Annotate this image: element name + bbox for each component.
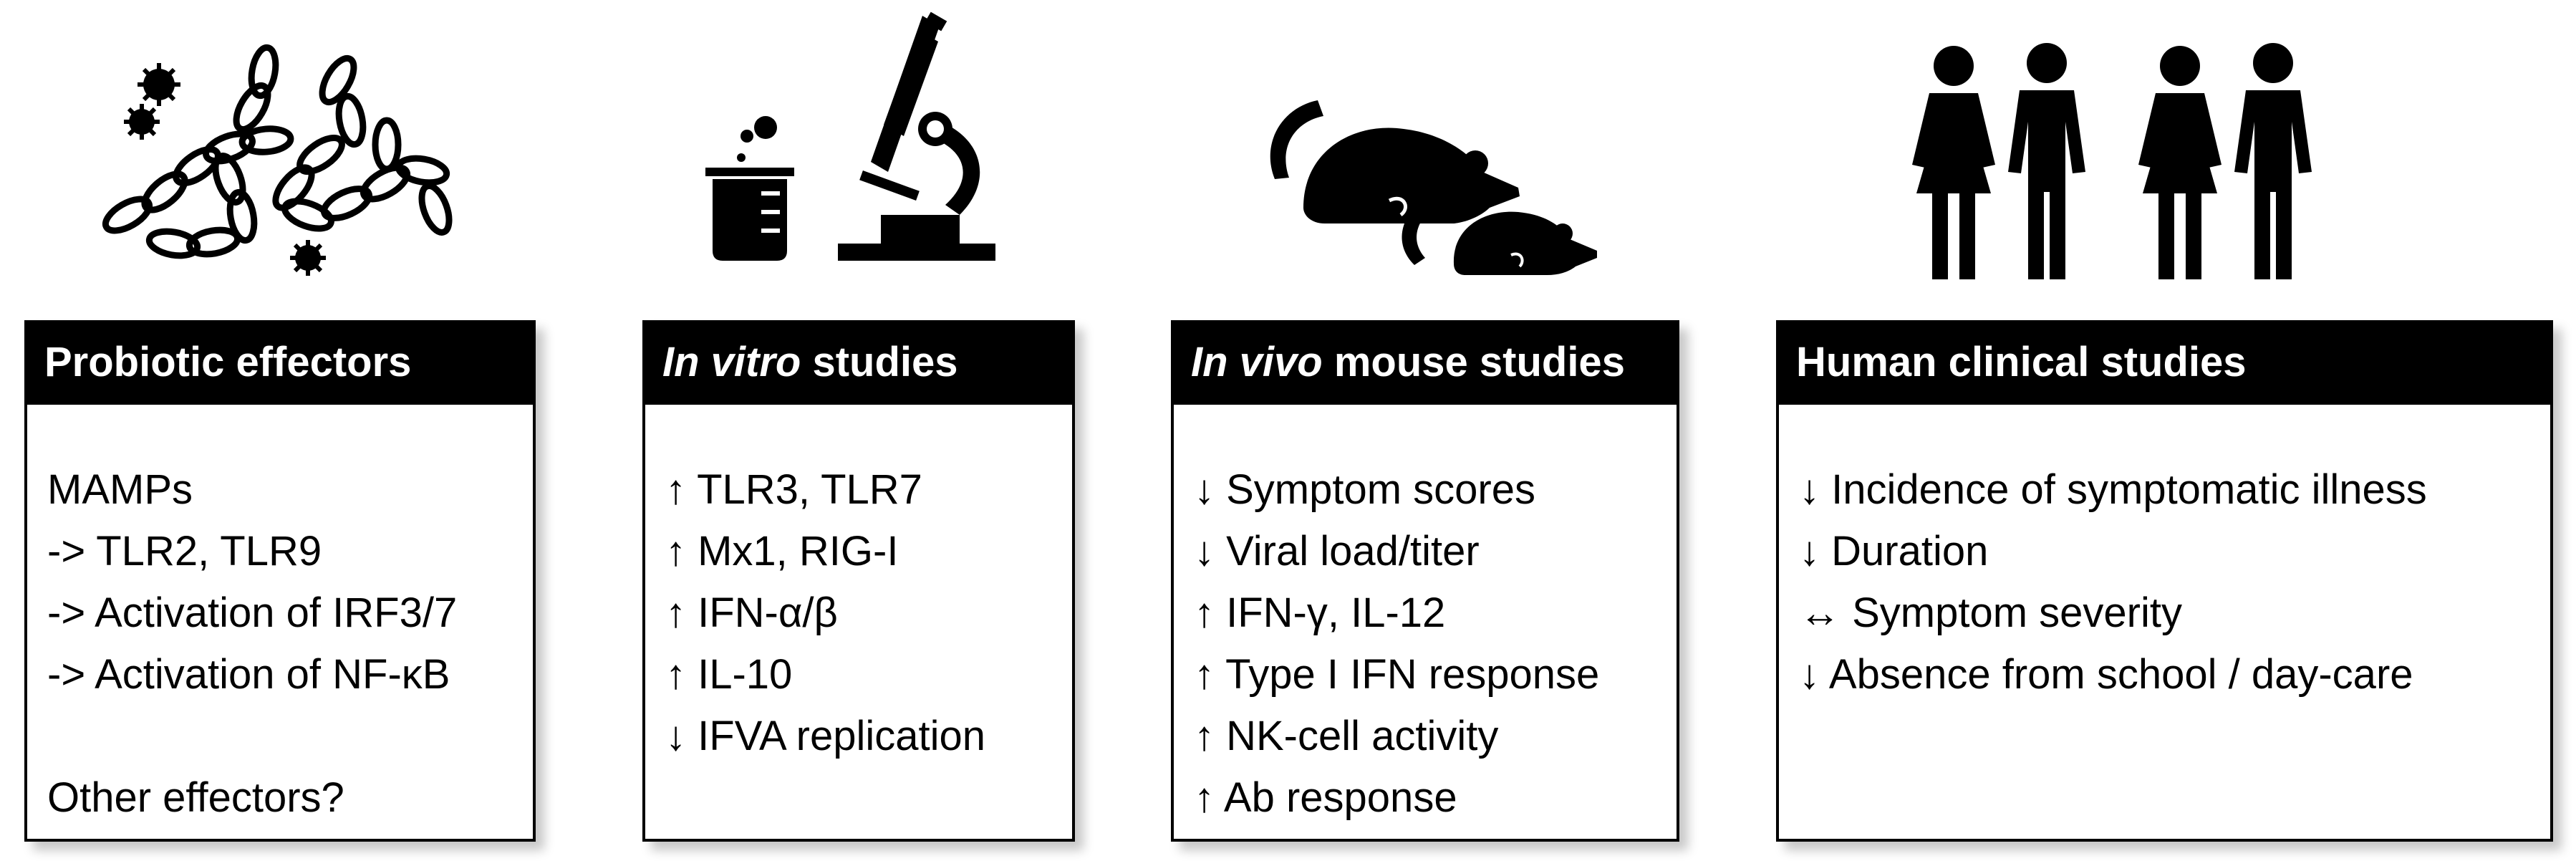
panel-title-text: studies	[801, 339, 958, 385]
list-item: ↑ IFN-α/β	[665, 590, 838, 636]
list-item: -> Activation of IRF3/7	[47, 590, 458, 636]
panel-human-clinical-studies: Human clinical studies ↓ Incidence of sy…	[1776, 320, 2553, 842]
list-item: -> TLR2, TLR9	[47, 528, 322, 574]
panel-human-clinical-studies-title: Human clinical studies	[1776, 320, 2553, 405]
panel-title-text: Human clinical studies	[1796, 339, 2247, 385]
list-item: ↔ Symptom severity	[1799, 590, 2182, 636]
people-illustration	[1905, 0, 2370, 315]
list-item: ↓ Viral load/titer	[1194, 528, 1480, 574]
list-item: ↓ Symptom scores	[1194, 466, 1535, 513]
panel-probiotic-effectors: Probiotic effectors MAMPs -> TLR2, TLR9 …	[24, 320, 536, 842]
beaker-illustration	[705, 0, 799, 315]
panel-probiotic-effectors-title: Probiotic effectors	[24, 320, 536, 405]
panel-title-italic: In vivo	[1191, 339, 1323, 385]
panel-title-text: mouse studies	[1322, 339, 1625, 385]
list-item: ↑ IFN-γ, IL-12	[1194, 590, 1446, 636]
bacteria-icon	[102, 44, 453, 276]
panel-in-vivo-mouse-studies: In vivo mouse studies ↓ Symptom scores ↓…	[1171, 320, 1679, 842]
panel-in-vivo-mouse-studies-title: In vivo mouse studies	[1171, 320, 1679, 405]
panel-title-text: Probiotic effectors	[44, 339, 412, 385]
list-item: ↓ Absence from school / day-care	[1799, 651, 2413, 698]
list-item: ↑ Ab response	[1194, 774, 1457, 821]
list-item: ↑ NK-cell activity	[1194, 713, 1499, 759]
panel-title-italic: In vitro	[662, 339, 801, 385]
panel-in-vitro-studies-title: In vitro studies	[642, 320, 1075, 405]
bacteria-illustration	[93, 0, 465, 315]
microscope-illustration	[838, 0, 1003, 315]
mice-illustration	[1239, 0, 1640, 315]
list-spacer	[47, 706, 526, 767]
panel-human-clinical-studies-body: ↓ Incidence of symptomatic illness ↓ Dur…	[1799, 459, 2543, 706]
list-item: ↑ IL-10	[665, 651, 793, 698]
people-icon	[1912, 43, 2312, 279]
list-item: ↑ TLR3, TLR7	[665, 466, 922, 513]
list-item: ↓ IFVA replication	[665, 713, 986, 759]
microscope-icon	[838, 11, 995, 261]
list-item: ↑ Mx1, RIG-I	[665, 528, 899, 574]
panel-in-vitro-studies-body: ↑ TLR3, TLR7 ↑ Mx1, RIG-I ↑ IFN-α/β ↑ IL…	[665, 459, 1065, 767]
panel-probiotic-effectors-body: MAMPs -> TLR2, TLR9 -> Activation of IRF…	[47, 459, 526, 829]
list-item: ↓ Duration	[1799, 528, 1989, 574]
list-item: ↑ Type I IFN response	[1194, 651, 1600, 698]
mouse-icon	[1270, 100, 1597, 275]
panel-in-vivo-mouse-studies-body: ↓ Symptom scores ↓ Viral load/titer ↑ IF…	[1194, 459, 1669, 829]
panel-in-vitro-studies: In vitro studies ↑ TLR3, TLR7 ↑ Mx1, RIG…	[642, 320, 1075, 842]
list-item: Other effectors?	[47, 774, 344, 821]
list-item: -> Activation of NF-κB	[47, 651, 450, 698]
list-item: MAMPs	[47, 466, 193, 513]
list-item: ↓ Incidence of symptomatic illness	[1799, 466, 2427, 513]
beaker-icon	[705, 116, 794, 261]
